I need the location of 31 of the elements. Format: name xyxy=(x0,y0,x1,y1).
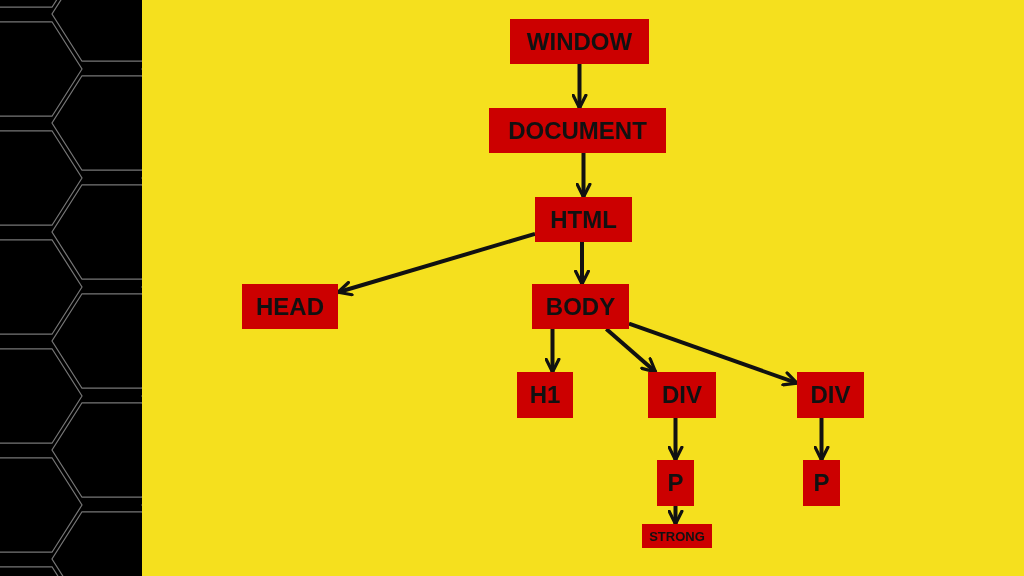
arrow xyxy=(571,64,588,110)
arrow xyxy=(544,329,561,374)
node-label: DOCUMENT xyxy=(508,116,647,145)
node-box xyxy=(532,284,629,329)
node-label: H1 xyxy=(529,381,561,409)
arrow xyxy=(575,153,592,199)
node-label: DIV xyxy=(662,381,702,409)
node-label: DIV xyxy=(810,381,851,409)
node-box xyxy=(797,372,864,418)
node-label: P xyxy=(813,469,830,497)
arrow xyxy=(628,321,799,387)
arrow xyxy=(667,506,684,526)
node-label: HEAD xyxy=(256,292,324,321)
node-label: WINDOW xyxy=(526,27,633,56)
arrow xyxy=(813,418,830,462)
node-label: BODY xyxy=(545,292,616,321)
node-box xyxy=(489,108,666,153)
arrow xyxy=(574,242,590,286)
node-box xyxy=(535,197,632,242)
node-box xyxy=(803,460,840,506)
arrow xyxy=(605,327,658,374)
node-label: HTML xyxy=(550,205,617,234)
node-box xyxy=(648,372,716,418)
node-label: STRONG xyxy=(649,528,705,544)
arrow xyxy=(667,418,684,462)
node-label: P xyxy=(667,469,684,497)
node-box xyxy=(510,19,649,64)
node-box xyxy=(242,284,338,329)
node-box xyxy=(657,460,694,506)
node-box xyxy=(517,372,573,418)
node-box xyxy=(642,524,712,548)
